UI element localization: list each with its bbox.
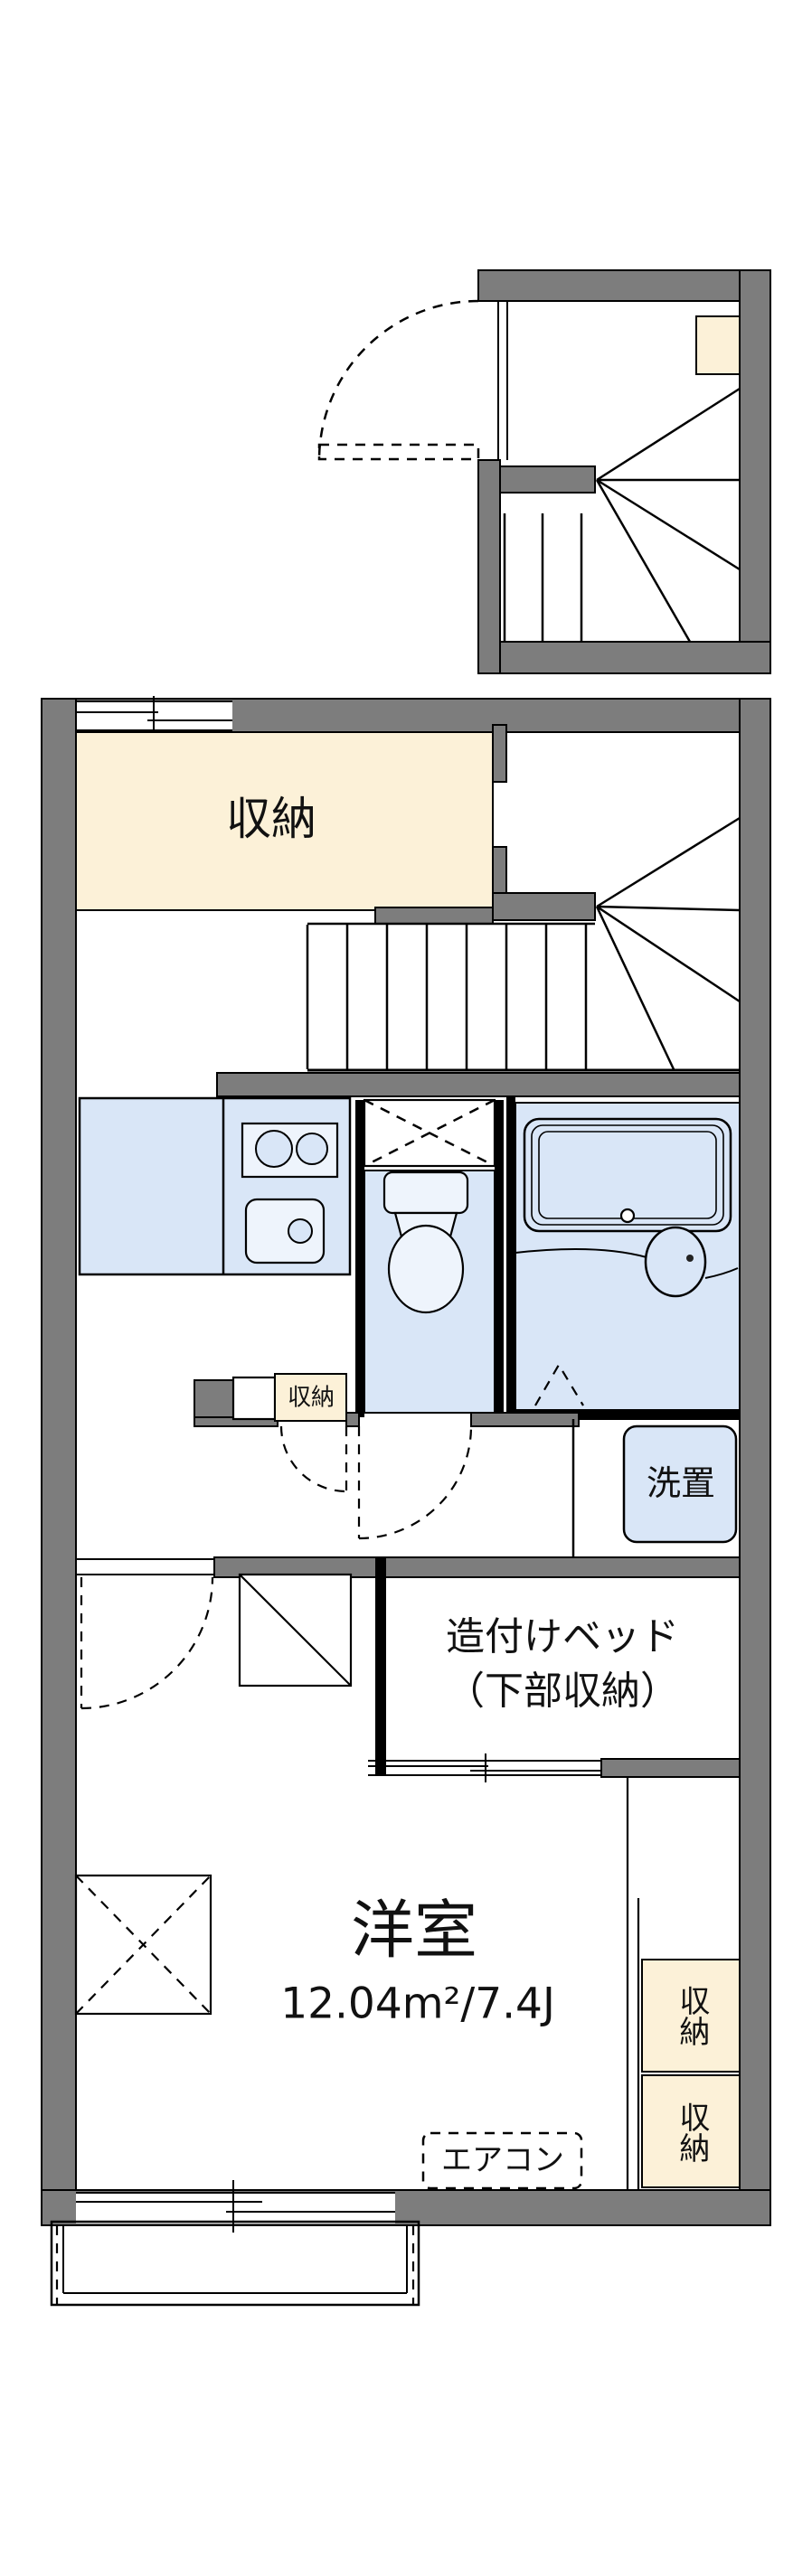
storage-area-main: [75, 724, 596, 925]
washbasin-faucet-dot: [686, 1255, 694, 1262]
entrance-door-arc: [317, 299, 479, 461]
upper-wall-right: [739, 269, 771, 674]
laundry-box: [622, 1424, 738, 1544]
upper-floor-stairwell: [317, 269, 771, 674]
kitchen: [78, 1096, 352, 1276]
bath-wall-left: [506, 1096, 515, 1419]
storage-bottom-wall: [374, 907, 494, 925]
bed-bottom-wall: [600, 1758, 741, 1778]
bath-wall-bottom: [515, 1410, 740, 1420]
bath-counter-line-left: [515, 1248, 647, 1258]
door3-arc: [80, 1576, 214, 1710]
toilet-bowl-icon: [387, 1224, 465, 1314]
entrance-door-leaf: [317, 443, 480, 461]
stove-burner-left-icon: [255, 1130, 293, 1168]
hall-wall-stub: [194, 1379, 234, 1418]
label-aircon: エアコン: [441, 2142, 564, 2179]
stair-winders: [595, 816, 741, 1070]
storage-right-top-box: [641, 1959, 741, 2073]
label-storage-small: 収納: [287, 1384, 335, 1412]
aircon-box: [421, 2131, 583, 2190]
bathtub-drain-icon: [619, 1208, 636, 1224]
balcony: [50, 2220, 420, 2307]
window-bottom: [76, 2180, 395, 2233]
label-bed-line1: 造付けベッド: [446, 1614, 679, 1660]
main-wall-right: [739, 698, 771, 2226]
balcony-outer: [50, 2220, 420, 2307]
upper-wall-bottom: [477, 641, 771, 674]
stair-divider-wall-a: [492, 724, 507, 783]
label-room-size: 12.04m²/7.4J: [280, 1979, 555, 2029]
storage-main-box: [75, 731, 494, 911]
upper-wall-left: [477, 459, 501, 674]
upper-landing-box: [695, 315, 741, 375]
bathroom: [506, 1096, 741, 1420]
toilet-tank-icon: [382, 1170, 469, 1215]
window-top: [77, 696, 232, 738]
bed-left-wall: [375, 1557, 386, 1776]
bed-front-window: [368, 1753, 601, 1782]
label-bed-line2: （下部収納）: [446, 1669, 679, 1715]
stair-newel-wall: [492, 892, 596, 921]
toilet-wall-left: [355, 1100, 364, 1417]
entry-jamb-lines: [497, 301, 508, 460]
bath-folding-door: [534, 1362, 584, 1406]
storage-small-box: [274, 1373, 347, 1422]
western-room: [74, 1573, 741, 2190]
kitchen-sink-icon: [244, 1198, 326, 1264]
storage-right-bottom-box: [641, 2074, 741, 2188]
refrigerator-diagonal: [239, 1574, 352, 1687]
overhead-shelf-x: [364, 1098, 496, 1168]
label-storage-right-top: 収納: [673, 1985, 710, 2046]
closet-x: [75, 1875, 212, 2015]
upper-stair-newel-wall: [499, 465, 596, 494]
balcony-dashed-edges: [55, 2225, 415, 2305]
upper-stair-winders: [595, 387, 741, 643]
label-storage-right-bottom: 収納: [673, 2101, 710, 2163]
bathtub-outer: [523, 1117, 732, 1233]
door1-arc: [279, 1425, 347, 1493]
sink-drain-icon: [288, 1218, 313, 1244]
hall-and-laundry: [194, 1373, 738, 1559]
hall-white-box: [231, 1376, 277, 1421]
stair-divider-wall-b: [492, 846, 507, 896]
toilet-room: [355, 1098, 504, 1417]
stove-burner-right-icon: [296, 1133, 328, 1165]
upper-stair-steps: [503, 513, 583, 642]
built-in-bed: [76, 1556, 741, 1782]
hall-wall-c: [470, 1412, 580, 1427]
upper-wall-top: [477, 269, 771, 302]
main-wall-left: [41, 698, 77, 2226]
bath-counter-line-right: [704, 1267, 739, 1279]
label-storage-main: 収納: [226, 792, 316, 845]
washbasin-icon: [644, 1226, 707, 1298]
hall-wall-b: [345, 1412, 360, 1427]
bedroom-door-opening: [76, 1558, 214, 1575]
label-room-name: 洋室: [351, 1893, 477, 1968]
toilet-wall-right: [495, 1100, 504, 1417]
bed-top-wall: [213, 1556, 741, 1578]
label-laundry: 洗置: [646, 1463, 716, 1504]
mid-wall-band: [216, 1072, 741, 1097]
bathtub-mid: [531, 1124, 724, 1226]
staircase-main: [216, 816, 741, 1097]
storage-column-track: [626, 1777, 640, 2190]
balcony-inner: [62, 2225, 408, 2294]
door2-arc: [358, 1425, 473, 1540]
stair-steps: [306, 925, 588, 1069]
